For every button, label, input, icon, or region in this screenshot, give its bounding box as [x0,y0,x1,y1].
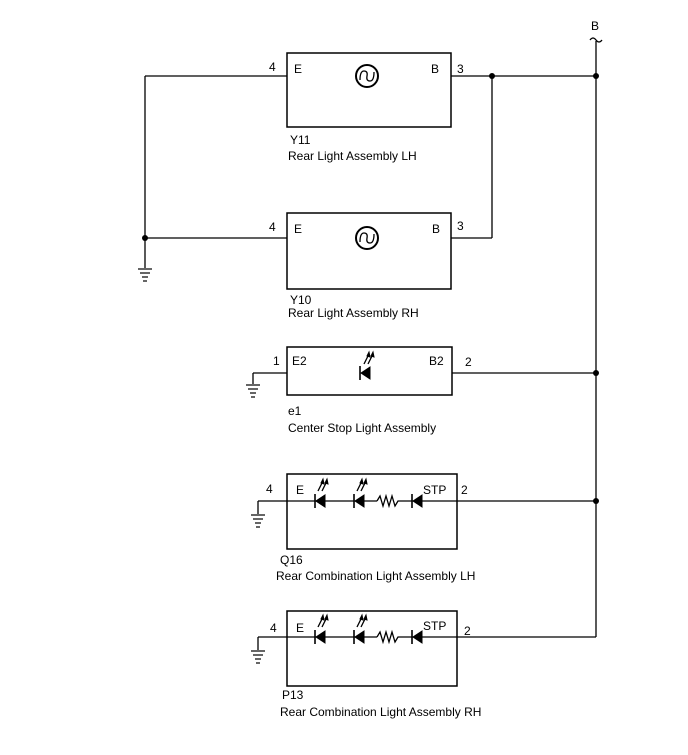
led-icon [359,350,375,380]
right-pin: 2 [464,624,471,638]
supply-label: B [591,19,599,33]
component-box [286,473,458,550]
left-pin: 4 [266,482,273,496]
component-e1: E2 B2 1 2 e1 Center Stop Light Assembly [273,346,472,435]
component-y11: E B 4 3 Y11 Rear Light Assembly LH [269,52,464,163]
component-p13: E STP 4 2 P13 Rear Comb [270,610,481,719]
left-pin: 4 [270,621,277,635]
led-icon [353,613,368,644]
led-icon [314,477,329,508]
component-code: e1 [288,404,302,418]
resistor-icon [376,493,400,509]
component-q16: E STP 4 2 Q16 Re [266,473,475,583]
junction-dot [593,73,599,79]
led-icon [353,477,368,508]
ground-icon [251,650,265,664]
junction-dot [142,235,148,241]
left-pin: 1 [273,354,280,368]
component-code: Y11 [290,133,311,147]
right-terminal: B [431,62,439,76]
component-name: Rear Light Assembly RH [288,306,419,320]
left-terminal: E [294,62,302,76]
component-code: P13 [282,688,304,702]
ground-icon [246,384,260,398]
ground-icon [251,514,265,528]
component-code: Q16 [280,553,303,567]
right-pin: 2 [465,355,472,369]
right-terminal: B2 [429,354,444,368]
junction-dot [593,498,599,504]
component-name: Center Stop Light Assembly [288,421,436,435]
component-code: Y10 [290,293,312,307]
left-pin: 4 [269,220,276,234]
component-name: Rear Combination Light Assembly RH [280,705,481,719]
left-terminal: E [296,621,304,635]
right-terminal: STP [423,619,446,633]
component-box [286,610,458,687]
component-box [286,212,452,290]
right-terminal: STP [423,483,446,497]
led-icon [314,613,329,644]
left-terminal: E2 [292,354,307,368]
component-name: Rear Combination Light Assembly LH [276,569,475,583]
resistor-icon [376,629,400,645]
component-y10: E B 4 3 Y10 Rear Light Assembly RH [269,212,464,320]
left-terminal: E [294,222,302,236]
component-box [286,52,452,128]
wire-break-icon [589,37,603,43]
right-pin: 3 [457,219,464,233]
led-icon [411,630,423,644]
left-terminal: E [296,483,304,497]
right-pin: 3 [457,62,464,76]
led-icon [411,494,423,508]
component-name: Rear Light Assembly LH [288,149,417,163]
bulb-icon [355,64,379,88]
ground-icon [138,268,152,282]
left-pin: 4 [269,60,276,74]
right-pin: 2 [461,483,468,497]
bulb-icon [355,226,379,250]
right-terminal: B [432,222,440,236]
junction-dot [593,370,599,376]
